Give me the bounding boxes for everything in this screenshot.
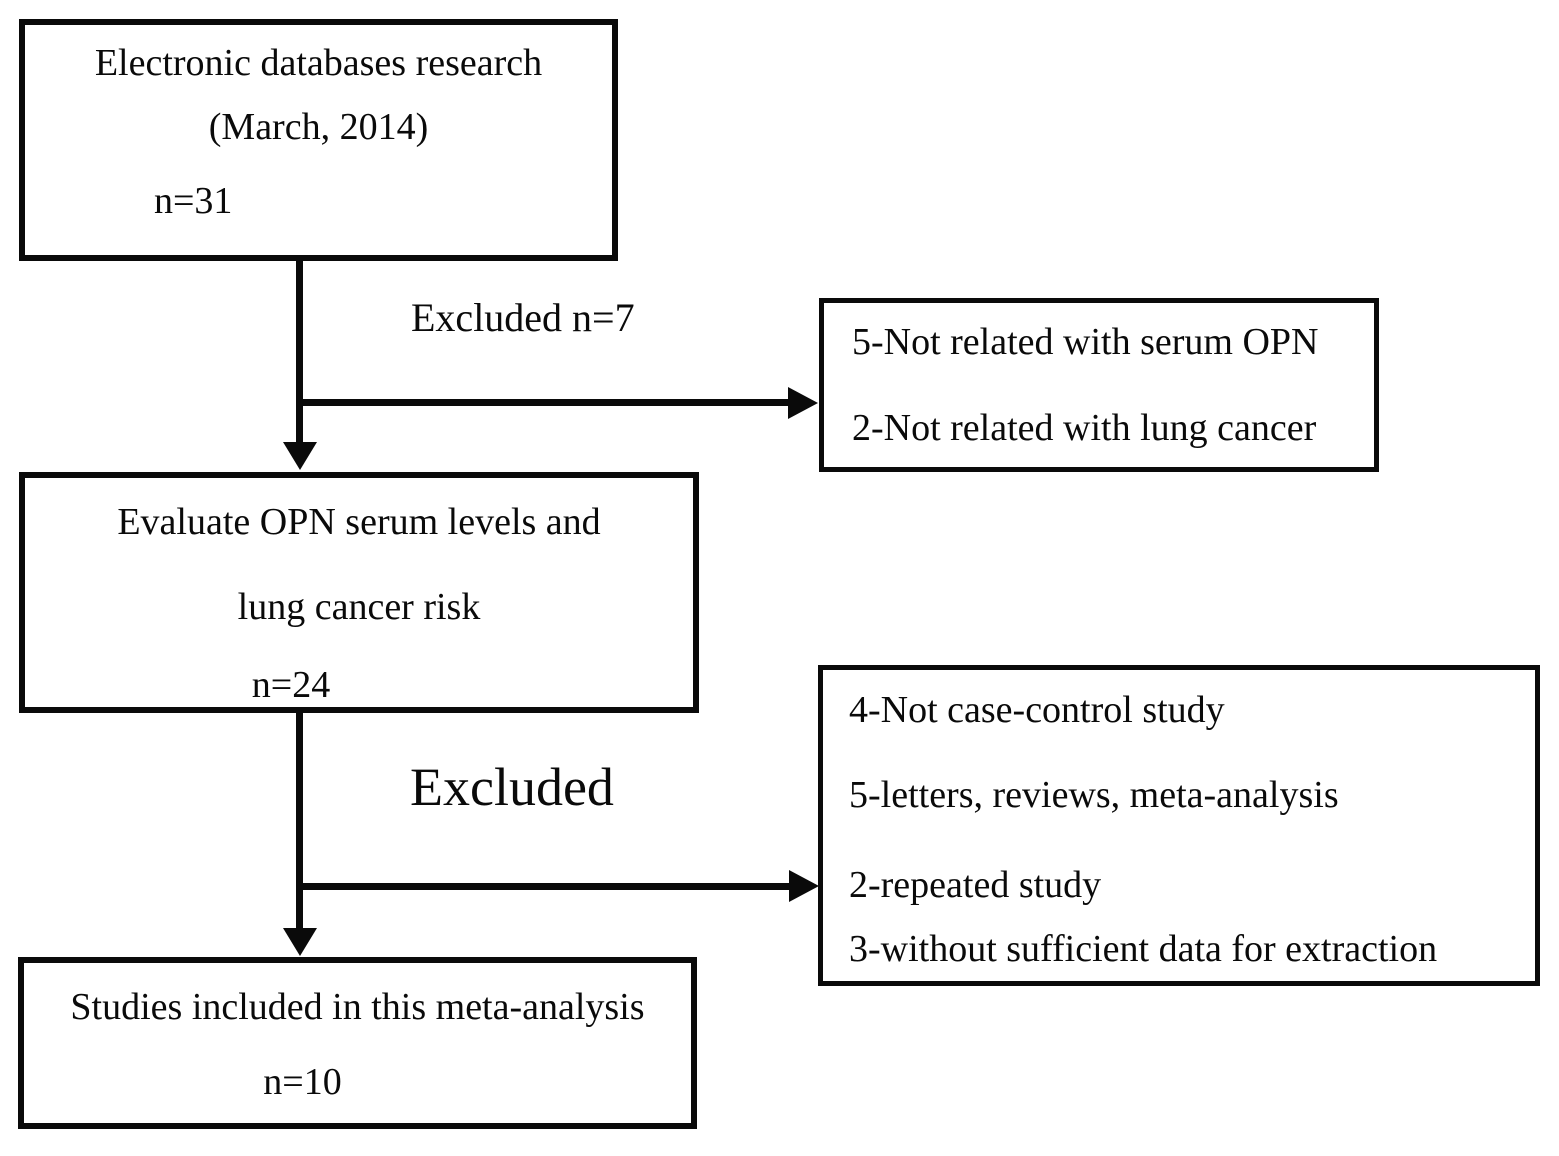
box-evaluate-subtitle: lung cancer risk xyxy=(237,586,481,628)
flow-box-evaluate: Evaluate OPN serum levels and lung cance… xyxy=(19,472,699,713)
flow-box-database-search: Electronic databases research (March, 20… xyxy=(19,19,618,261)
box-included-title: Studies included in this meta-analysis xyxy=(70,986,645,1028)
connector-line-box1-to-box2 xyxy=(296,261,303,444)
flow-box-included: Studies included in this meta-analysis n… xyxy=(18,957,697,1129)
flow-box-exclusion-reasons-2: 4-Not case-control study 5-letters, revi… xyxy=(818,665,1540,986)
connector-line-to-exclusion1 xyxy=(297,399,788,406)
arrowhead-right-into-exclusion2 xyxy=(789,870,819,902)
connector-line-to-exclusion2 xyxy=(297,883,789,890)
box-search-date: (March, 2014) xyxy=(208,106,429,148)
exclusion2-item: 5-letters, reviews, meta-analysis xyxy=(849,774,1339,816)
arrowhead-down-into-box2 xyxy=(283,442,317,470)
connector-line-box2-to-box3 xyxy=(296,713,303,928)
exclusion1-item: 5-Not related with serum OPN xyxy=(852,321,1319,363)
exclusion2-item: 3-without sufficient data for extraction xyxy=(849,928,1438,970)
box-search-count: n=31 xyxy=(154,180,233,222)
box-search-title: Electronic databases research xyxy=(94,42,543,84)
arrowhead-right-into-exclusion1 xyxy=(788,387,818,419)
excluded-label: Excluded xyxy=(410,757,614,817)
exclusion2-item: 2-repeated study xyxy=(849,864,1102,906)
excluded-n7-label: Excluded n=7 xyxy=(411,295,635,340)
flow-box-exclusion-reasons-1: 5-Not related with serum OPN 2-Not relat… xyxy=(819,298,1379,472)
arrowhead-down-into-box3 xyxy=(283,928,317,956)
exclusion1-item: 2-Not related with lung cancer xyxy=(852,407,1317,449)
exclusion2-item: 4-Not case-control study xyxy=(849,689,1225,731)
box-evaluate-count: n=24 xyxy=(251,664,331,706)
box-included-count: n=10 xyxy=(263,1061,342,1103)
box-evaluate-title: Evaluate OPN serum levels and xyxy=(117,501,601,543)
